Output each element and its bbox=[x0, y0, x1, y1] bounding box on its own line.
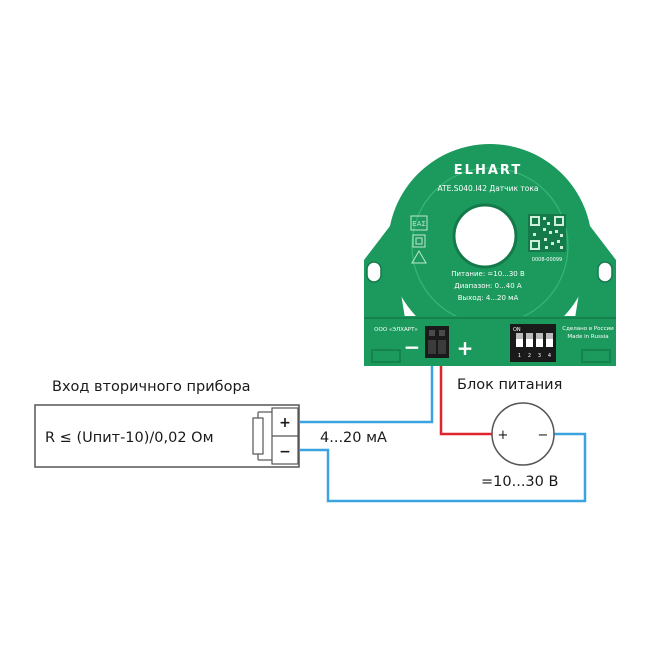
wires bbox=[300, 356, 587, 503]
power-supply-title: Блок питания bbox=[457, 377, 562, 393]
terminal-plus-sign: + bbox=[457, 336, 474, 360]
dip-switch-1[interactable] bbox=[516, 333, 523, 347]
power-supply-minus: − bbox=[538, 428, 549, 443]
dip-on-label: ON bbox=[513, 327, 521, 333]
qr-code-icon bbox=[528, 214, 566, 252]
conductor-aperture bbox=[452, 203, 518, 269]
mount-hole-right bbox=[597, 261, 613, 283]
spec-supply: Питание: =10...30 В bbox=[451, 270, 525, 278]
return-wire-minus bbox=[300, 432, 587, 503]
spec-output: Выход: 4...20 мА bbox=[458, 294, 519, 302]
manufacturer-label: ООО «ЭЛХАРТ» bbox=[374, 327, 418, 333]
current-sensor: ELHART ATE.S040.I42 Датчик тока ΕΑΣ bbox=[364, 144, 616, 366]
housing-foot-left bbox=[371, 349, 401, 363]
made-in-russia-en: Made in Russia bbox=[567, 334, 608, 340]
secondary-plus-terminal: + bbox=[279, 415, 291, 431]
secondary-instrument: Вход вторичного прибора R ≤ (Uпит-10)/0,… bbox=[34, 379, 300, 468]
mount-hole-left bbox=[366, 261, 382, 283]
terminal-housing bbox=[364, 316, 616, 366]
brand-logo: ELHART bbox=[454, 163, 522, 178]
model-label: ATE.S040.I42 Датчик тока bbox=[438, 184, 539, 193]
dip-number-3: 3 bbox=[538, 353, 541, 359]
mounting-flange-right bbox=[575, 226, 616, 318]
terminal-minus-sign: − bbox=[404, 335, 421, 359]
secondary-instrument-title: Вход вторичного прибора bbox=[52, 379, 251, 395]
dip-number-4: 4 bbox=[548, 353, 551, 359]
double-insulation-icon-inner bbox=[415, 237, 423, 245]
dip-switch[interactable] bbox=[510, 324, 556, 362]
made-in-russia-ru: Сделано в России bbox=[562, 326, 614, 332]
double-insulation-icon bbox=[412, 234, 426, 248]
dip-switch-2[interactable] bbox=[526, 333, 533, 347]
secondary-minus-terminal: − bbox=[279, 444, 291, 460]
power-supply: Блок питания + − =10...30 В bbox=[457, 377, 562, 490]
dip-number-1: 1 bbox=[518, 353, 521, 359]
resistor-icon bbox=[252, 417, 264, 455]
spec-range: Диапазон: 0...40 А bbox=[454, 282, 522, 290]
load-resistance-formula: R ≤ (Uпит-10)/0,02 Ом bbox=[45, 430, 214, 446]
eac-icon-glyph: ΕΑΣ bbox=[412, 220, 426, 228]
output-wire-plus bbox=[300, 356, 434, 424]
power-supply-voltage: =10...30 В bbox=[481, 474, 558, 490]
dip-switch-3[interactable] bbox=[536, 333, 543, 347]
eac-icon bbox=[410, 215, 428, 231]
output-signal-label: 4...20 мА bbox=[320, 430, 387, 446]
qr-caption: 0008-00099 bbox=[532, 257, 562, 263]
dip-switch-4[interactable] bbox=[546, 333, 553, 347]
power-supply-plus: + bbox=[498, 428, 509, 443]
supply-wire-plus bbox=[439, 356, 492, 436]
dip-number-2: 2 bbox=[528, 353, 531, 359]
housing-foot-right bbox=[581, 349, 611, 363]
output-terminal-block[interactable] bbox=[425, 326, 449, 358]
certification-marks: ΕΑΣ bbox=[410, 215, 428, 264]
mounting-flange-left bbox=[364, 226, 405, 318]
warning-icon bbox=[411, 250, 427, 264]
power-supply-symbol bbox=[491, 402, 555, 466]
